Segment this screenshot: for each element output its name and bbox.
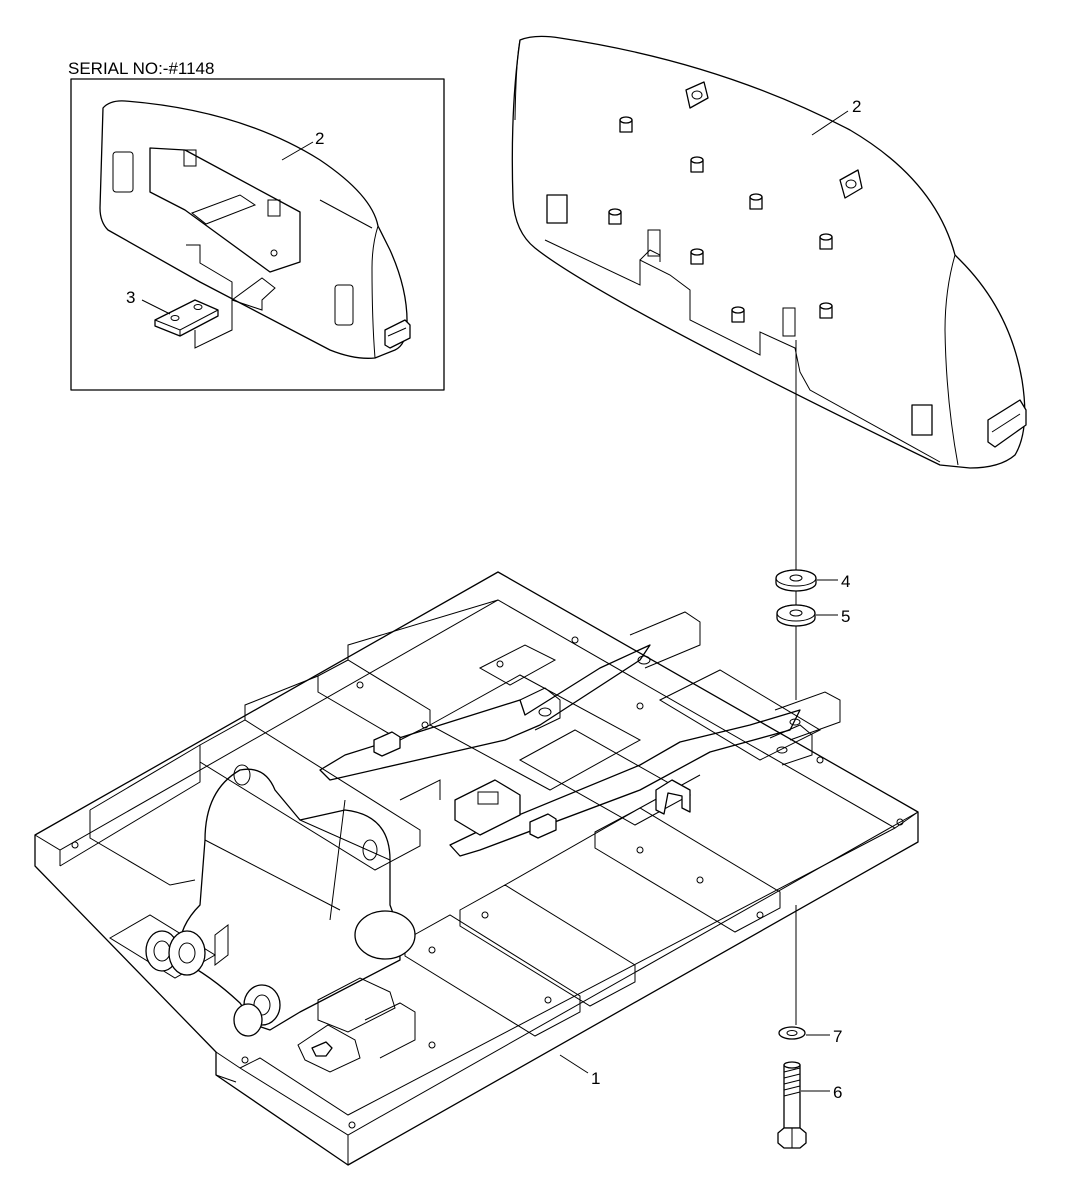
washer-5 — [776, 604, 816, 627]
callout-inset-plate: 3 — [126, 288, 135, 307]
fastener-stack: 4 5 7 6 — [775, 340, 850, 1149]
inset-panel: SERIAL NO:-#1148 — [68, 59, 445, 391]
callout-washer-4: 4 — [841, 572, 850, 591]
leader-counterweight — [811, 110, 849, 136]
callout-counterweight: 2 — [852, 97, 861, 116]
inset-frame — [70, 78, 445, 391]
callout-washer-7: 7 — [833, 1027, 842, 1046]
inset-counterweight — [99, 100, 411, 359]
callout-frame: 1 — [591, 1069, 600, 1088]
callout-washer-5: 5 — [841, 607, 850, 626]
callout-bolt: 6 — [833, 1083, 842, 1102]
washer-4 — [775, 569, 817, 592]
inset-leader-3 — [141, 299, 171, 315]
leader-frame — [559, 1054, 589, 1074]
callout-inset-counterweight: 2 — [315, 129, 324, 148]
bolt-6 — [777, 1061, 807, 1149]
inset-leader-2 — [281, 141, 314, 161]
washer-7 — [778, 1026, 806, 1040]
counterweight-studs — [608, 116, 833, 323]
frame-bolt-holes — [71, 636, 904, 1129]
main-frame — [34, 571, 919, 1166]
counterweight: 2 — [511, 35, 1027, 469]
serial-number-label: SERIAL NO:-#1148 — [68, 59, 214, 78]
inset-plate — [154, 299, 219, 337]
